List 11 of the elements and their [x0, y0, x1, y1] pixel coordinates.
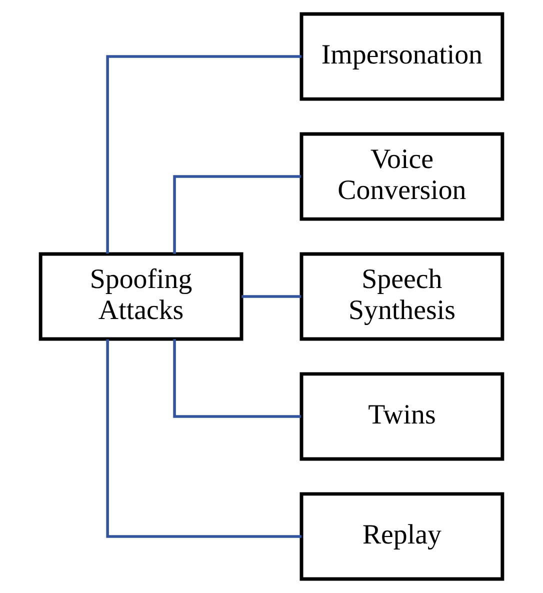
- connector: [173, 175, 301, 254]
- node-box: Replay: [300, 492, 504, 581]
- node-box: Impersonation: [300, 12, 504, 101]
- node-box: Speech Synthesis: [300, 252, 504, 341]
- node-box: Twins: [300, 372, 504, 461]
- connector: [242, 295, 302, 298]
- connector: [106, 339, 302, 538]
- node-box: Voice Conversion: [300, 132, 504, 221]
- node-box: Spoofing Attacks: [38, 252, 244, 341]
- connector: [173, 339, 301, 418]
- connector: [106, 55, 302, 254]
